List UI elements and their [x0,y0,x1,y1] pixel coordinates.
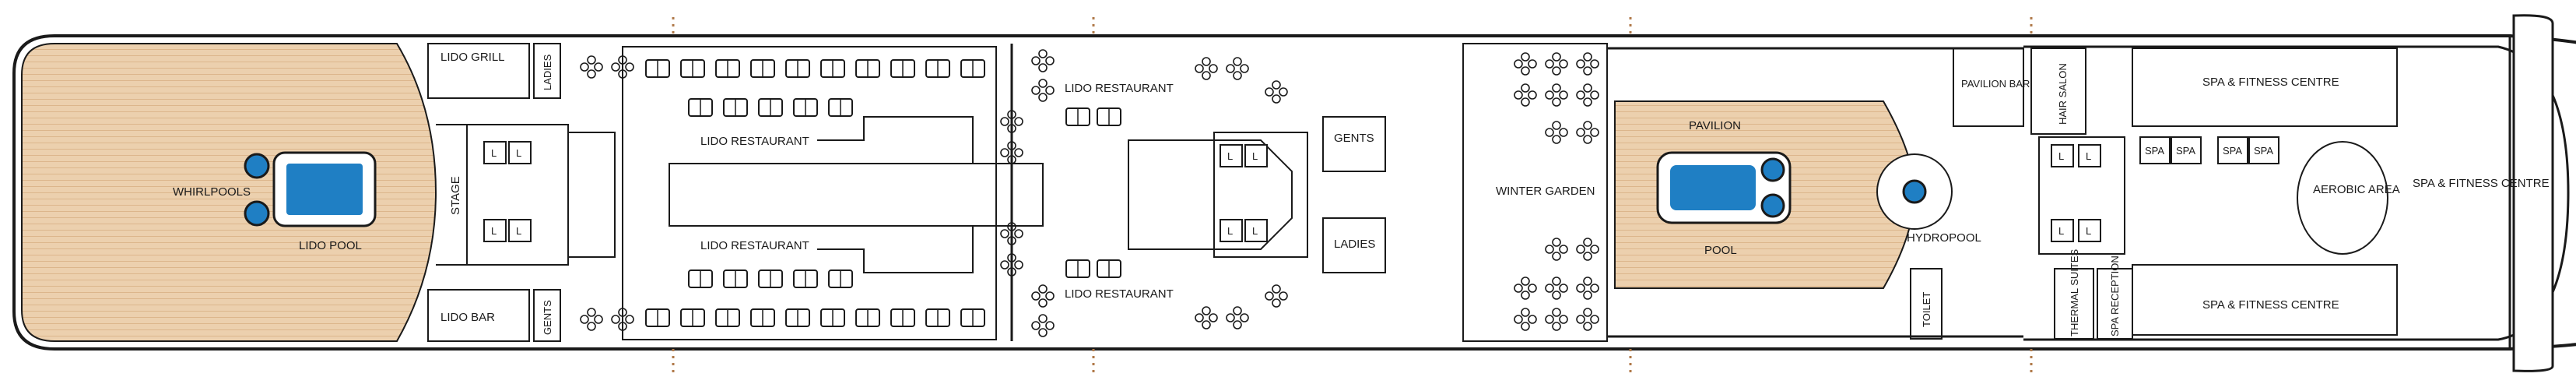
lift-label-1: L [491,147,497,159]
lift-label-12: L [2086,225,2091,237]
lido-restaurant-aft [622,46,997,340]
aerobic-area [2297,141,2388,255]
spa-fitness-bottom-label: SPA & FITNESS CENTRE [2202,298,2339,312]
buffet-counter [669,163,1044,227]
gents-mid-room [1322,116,1386,172]
lift-label-5: L [1227,150,1233,162]
lift-label-6: L [1252,150,1258,162]
toilet-label: TOILET [1921,292,1932,327]
thermal-suites-room [2054,268,2094,340]
thermal-suites-label: THERMAL SUITES [2069,248,2080,336]
gents-bottom-label: GENTS [542,300,553,335]
hydropool [1902,179,1927,204]
lido-bar-label: LIDO BAR [440,311,495,324]
whirlpools-label: WHIRLPOOLS [173,185,251,199]
spa-room-2 [2171,136,2202,164]
ladies-mid-label: LADIES [1334,238,1375,251]
hair-salon-room [2030,48,2086,135]
spa-lift-lobby [2038,136,2125,255]
pool-label: POOL [1704,244,1737,257]
ladies-top-room [533,43,561,99]
spa-fitness-top-room [2132,48,2398,127]
lido-grill-label: LIDO GRILL [440,51,505,64]
hair-salon-label: HAIR SALON [2057,63,2069,125]
lido-pool-label: LIDO POOL [299,239,362,252]
lido-restaurant-label-3: LIDO RESTAURANT [1065,82,1174,95]
buffet-counter-lower [817,226,974,273]
pavilion-whirlpool-1 [1760,157,1785,182]
section-markers [672,17,2033,374]
ladies-mid-room [1322,217,1386,273]
lift-label-10: L [2086,150,2091,162]
pavilion-whirlpool-2 [1760,193,1785,218]
pavilion-label: PAVILION [1689,119,1741,132]
lido-restaurant-label-4: LIDO RESTAURANT [1065,287,1174,301]
pavilion-bar-label: PAVILION BAR [1961,78,2030,90]
spa-label-4: SPA [2254,145,2273,157]
aft-deck-wood [21,43,437,342]
lift-label-8: L [1252,225,1258,237]
spa-fitness-right-label: SPA & FITNESS CENTRE [2413,177,2550,190]
gents-bottom-room [533,289,561,342]
winter-garden-label: WINTER GARDEN [1496,185,1595,198]
lift-label-2: L [516,147,521,159]
stage-label: STAGE [449,176,462,215]
servery-island [1128,139,1293,250]
spa-reception-room [2097,268,2133,340]
lift-label-3: L [491,225,497,237]
pavilion-bar-room [1953,48,2024,127]
whirlpool-2 [244,200,270,227]
spa-room-4 [2248,136,2279,164]
spa-fitness-top-label: SPA & FITNESS CENTRE [2202,76,2339,89]
hydropool-label: HYDROPOOL [1907,231,1981,245]
bow-tip [2512,14,2554,372]
lido-restaurant-label-2: LIDO RESTAURANT [700,239,809,252]
lido-grill-room [427,43,530,99]
buffet-counter-upper [817,116,974,164]
aft-stair [568,132,616,258]
toilet-room [1910,268,1943,340]
spa-reception-label: SPA RECEPTION [2109,255,2121,336]
lido-bar-room [427,289,530,342]
lift-label-4: L [516,225,521,237]
spa-label-1: SPA [2145,145,2164,157]
lido-restaurant-label-1: LIDO RESTAURANT [700,135,809,148]
whirlpool-1 [244,153,270,179]
fwd-lift-lobby [1213,132,1308,258]
lift-label-11: L [2058,225,2064,237]
winter-garden-room [1462,43,1608,342]
lift-label-7: L [1227,225,1233,237]
ladies-top-label: LADIES [542,54,553,90]
lido-pool-water [286,164,363,215]
spa-label-2: SPA [2176,145,2195,157]
lift-label-9: L [2058,150,2064,162]
pavilion-pool-water [1670,165,1756,210]
spa-label-3: SPA [2223,145,2242,157]
gents-mid-label: GENTS [1334,132,1374,145]
spa-room-3 [2217,136,2248,164]
aft-lift-lobby [466,124,569,266]
aerobic-area-label: AEROBIC AREA [2313,183,2400,196]
spa-room-1 [2139,136,2171,164]
